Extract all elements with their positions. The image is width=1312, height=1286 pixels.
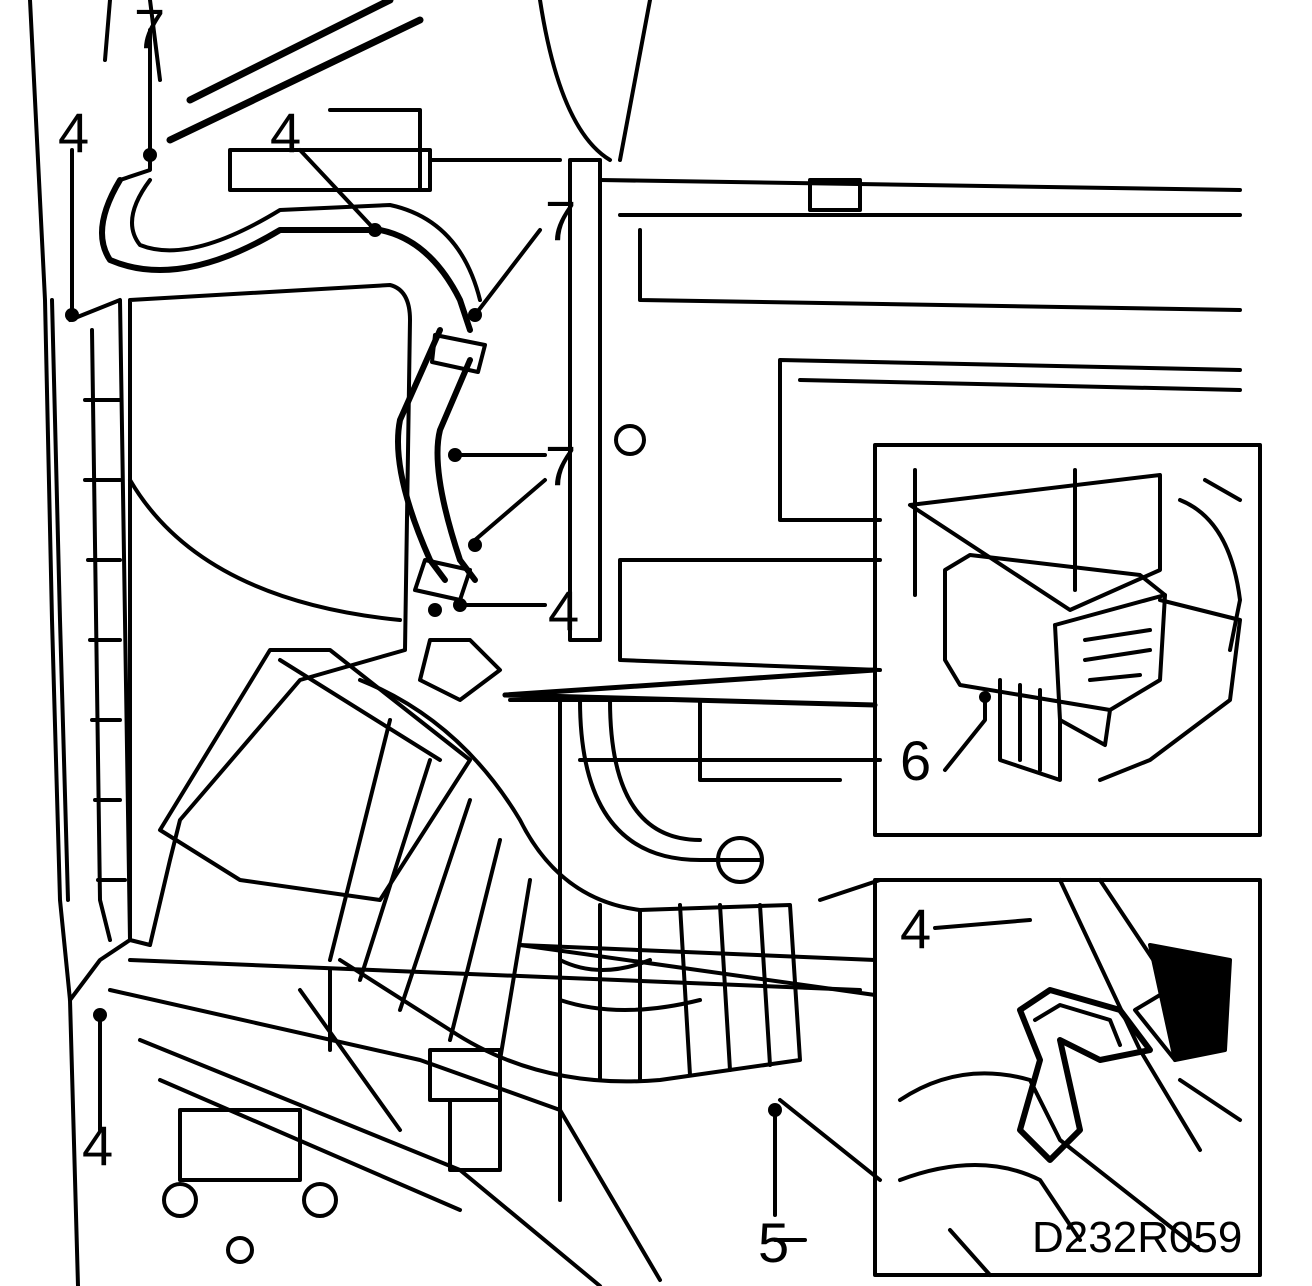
clip-detail: [898, 878, 1242, 1277]
callout-leaders: [70, 28, 1032, 1242]
callout-4-top-left: 4: [58, 101, 89, 164]
air-filter-housing: [128, 283, 472, 947]
inset-connector-frame: [873, 443, 1262, 837]
inset-leader-lines: [502, 667, 878, 997]
callout-7-top: 7: [134, 0, 165, 60]
hose-with-clamps: [395, 327, 502, 702]
callout-dots: [65, 148, 991, 1117]
callout-4-inset: 4: [900, 897, 931, 960]
drawing-code: D232R059: [1032, 1213, 1242, 1262]
callout-7-right-mid: 7: [545, 434, 576, 497]
callout-7-right-upper: 7: [545, 189, 576, 252]
callout-4-mid: 4: [548, 579, 579, 642]
callout-5-bottom: 5: [758, 1211, 789, 1274]
body-frame: [28, 0, 162, 1286]
connector-detail: [908, 468, 1242, 782]
callout-6-inset: 6: [900, 729, 931, 792]
inset-clip-frame: [873, 878, 1262, 1277]
lower-body: [108, 958, 862, 1286]
callout-4-top-mid: 4: [270, 101, 301, 164]
callout-4-bottom-left: 4: [82, 1114, 113, 1177]
hose-upper: [99, 0, 562, 333]
